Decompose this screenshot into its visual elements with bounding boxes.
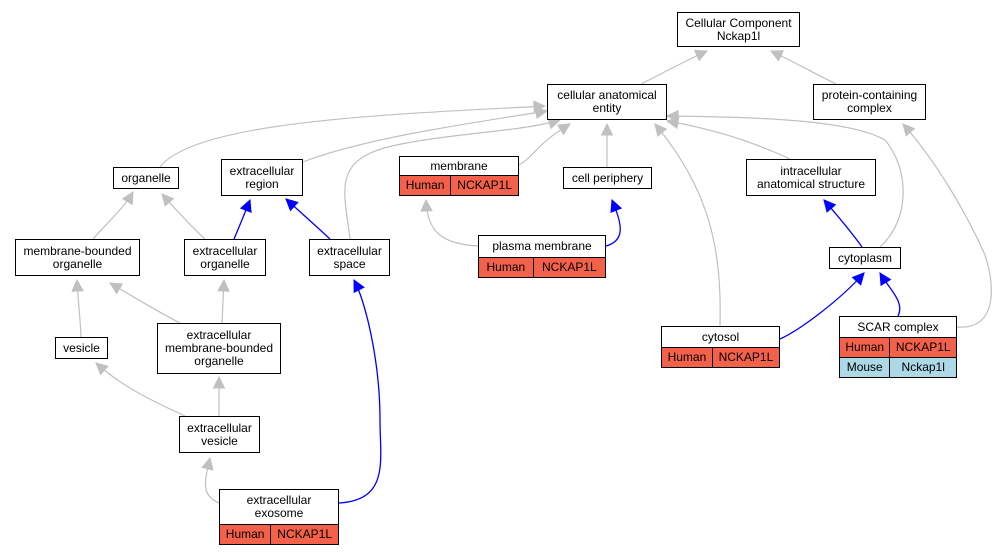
arrowhead-scar-to-cytoplasm <box>879 272 892 287</box>
arrowhead-cytosol-to-cytoplasm <box>851 272 865 286</box>
arrowhead-mbo-to-organelle <box>121 191 134 206</box>
node-label: organelle <box>121 170 171 185</box>
species-cell: Human <box>840 337 890 358</box>
edge-scar-to-pcc <box>902 123 992 328</box>
arrowhead-ecmbo-to-mbo <box>109 282 124 295</box>
gene-cell: NCKAP1L <box>270 524 338 544</box>
arrowhead-cae-to-root <box>693 50 709 62</box>
arrowhead-membrane-to-cae <box>556 123 571 136</box>
arrowhead-ecspace-to-ecregion <box>285 198 299 212</box>
node-pcc[interactable]: protein-containing complex <box>813 84 926 120</box>
arrowhead-ecves-to-ecmbo <box>212 375 226 389</box>
node-ecregion[interactable]: extracellular region <box>221 159 303 196</box>
arrowhead-ecorg-to-ecregion <box>239 198 252 214</box>
node-cae[interactable]: cellular anatomical entity <box>547 84 667 120</box>
node-label: cell periphery <box>571 170 644 185</box>
node-label: extracellular vesicle <box>187 420 252 448</box>
arrowhead-ecorg-to-organelle <box>161 193 175 207</box>
arrowhead-exosome-to-ecves <box>201 456 214 471</box>
node-label: extracellular space <box>317 243 382 271</box>
node-vesicle[interactable]: vesicle <box>55 337 108 359</box>
edge-ecspace-to-cae <box>344 119 561 240</box>
node-ecmbo[interactable]: extracellular membrane-bounded organelle <box>157 323 281 374</box>
species-cell: Human <box>479 257 534 277</box>
species-cell: Mouse <box>840 357 890 377</box>
arrowhead-pm-to-periphery <box>610 198 623 214</box>
node-label: extracellular organelle <box>192 243 258 271</box>
arrowhead-exosome-to-ecspace <box>353 279 365 294</box>
node-label: Cellular Component Nckap1l <box>685 15 792 43</box>
node-mbo[interactable]: membrane-bounded organelle <box>15 239 140 276</box>
arrowhead-pm-to-membrane <box>420 198 433 212</box>
node-label: cytoplasm <box>837 250 893 265</box>
edge-cytosol-to-cae <box>654 123 721 327</box>
edge-ecregion-to-cae <box>302 110 548 163</box>
node-ecspace[interactable]: extracellular space <box>309 239 390 276</box>
node-label: membrane <box>430 158 488 173</box>
arrowhead-ecves-to-vesicle <box>95 362 109 376</box>
species-cell: Human <box>400 175 451 195</box>
node-label: protein-containing complex <box>821 88 918 115</box>
node-label: plasma membrane <box>492 239 592 253</box>
arrowhead-cytoplasm-to-ias <box>823 199 837 213</box>
arrowhead-ecregion-to-cae <box>534 106 549 119</box>
arrowhead-vesicle-to-mbo <box>71 278 84 292</box>
node-ias[interactable]: intracellular anatomical structure <box>746 159 876 196</box>
node-ecorg[interactable]: extracellular organelle <box>184 239 266 276</box>
edge-ias-to-cae <box>666 120 791 160</box>
edge-organelle-to-cae <box>159 105 546 168</box>
arrowhead-scar-to-pcc <box>902 123 916 137</box>
gene-cell: NCKAP1L <box>889 337 956 358</box>
arrowhead-periphery-to-cae <box>600 122 614 136</box>
arrowhead-pcc-to-root <box>769 50 785 62</box>
node-label: cytosol <box>701 329 740 344</box>
node-ecves[interactable]: extracellular vesicle <box>179 416 260 453</box>
gene-cell: NCKAP1L <box>450 175 518 195</box>
edge-ecmbo-to-mbo <box>109 282 181 324</box>
node-organelle[interactable]: organelle <box>113 167 179 189</box>
node-periphery[interactable]: cell periphery <box>563 167 652 189</box>
node-label: vesicle <box>63 340 100 355</box>
node-label: cellular anatomical entity <box>557 88 657 115</box>
edge-cytoplasm-to-cae <box>666 115 904 248</box>
node-label: membrane-bounded organelle <box>23 243 132 271</box>
gene-cell: Nckap1l <box>889 357 956 377</box>
species-cell: Human <box>220 524 271 544</box>
node-label: intracellular anatomical structure <box>756 163 866 191</box>
node-label: extracellular membrane-bounded organelle <box>164 328 274 368</box>
edge-exosome-to-ecspace <box>338 279 382 504</box>
species-cell: Human <box>662 347 713 367</box>
gene-cell: NCKAP1L <box>711 347 779 367</box>
edge-cytosol-to-cytoplasm <box>779 272 865 340</box>
node-label: extracellular region <box>229 163 295 191</box>
arrowhead-cytoplasm-to-cae <box>665 109 679 123</box>
node-label: extracellular exosome <box>246 493 312 520</box>
edge-pm-to-membrane <box>425 199 479 247</box>
gene-cell: NCKAP1L <box>532 257 605 277</box>
node-root[interactable]: Cellular Component Nckap1l <box>677 12 800 47</box>
arrowhead-ecmbo-to-ecorg <box>217 278 230 292</box>
node-label: SCAR complex <box>857 319 939 334</box>
node-cytoplasm[interactable]: cytoplasm <box>829 247 901 269</box>
arrowhead-cytosol-to-cae <box>654 123 668 137</box>
